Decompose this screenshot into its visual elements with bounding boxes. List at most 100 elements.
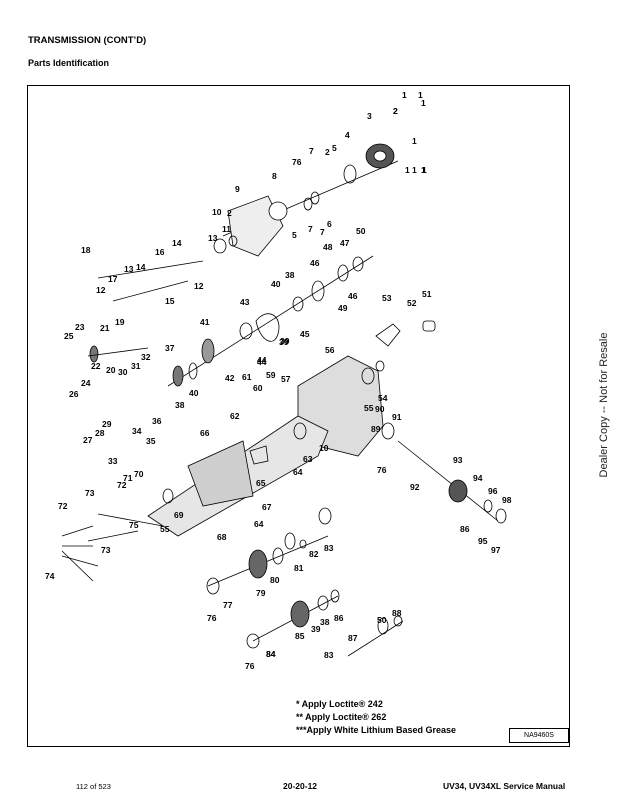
callout-label: 97 (491, 545, 501, 555)
callout-label: 18 (81, 245, 91, 255)
footer-manual-title: UV34, UV34XL Service Manual (443, 781, 566, 791)
callout-label: 1 (412, 165, 417, 175)
callout-label: 12 (96, 285, 106, 295)
footer-page-number: 20-20-12 (283, 781, 318, 791)
callout-label: 94 (473, 473, 483, 483)
callout-label: 64 (293, 467, 303, 477)
callout-label: 2 (227, 208, 232, 218)
callout-label: 6 (327, 219, 332, 229)
callout-label: 49 (338, 303, 348, 313)
callout-label: 85 (295, 631, 305, 641)
callout-label: 84 (266, 649, 276, 659)
callout-label: 21 (100, 323, 110, 333)
callout-label: 10 (319, 443, 329, 453)
note-loctite-242: * Apply Loctite® 242 (296, 699, 383, 709)
callout-label: 96 (488, 486, 498, 496)
callout-label: 89 (371, 424, 381, 434)
callout-label: 2 (325, 147, 330, 157)
callout-label: 84 (266, 649, 276, 659)
callout-label: 39 (279, 337, 289, 347)
footer-page-count: 112 of 523 (76, 782, 111, 791)
callout-label: 50 (356, 226, 366, 236)
callout-label: 72 (117, 480, 127, 490)
callout-label: 82 (309, 549, 319, 559)
callout-label: 76 (377, 465, 387, 475)
callout-label: 10 (212, 207, 222, 217)
callout-label: 55 (160, 524, 170, 534)
callout-label: 55 (364, 403, 374, 413)
callout-label: 69 (174, 510, 184, 520)
callout-label: 19 (115, 317, 125, 327)
callout-label: 13 (208, 233, 218, 243)
diagram-lines (61, 143, 507, 657)
callout-label: 83 (324, 543, 334, 553)
callout-label: 31 (131, 361, 141, 371)
callout-label: 11 (222, 224, 231, 234)
callout-label: 88 (392, 608, 402, 618)
callout-label: 48 (323, 242, 333, 252)
callout-label: 35 (146, 436, 156, 446)
callout-label: 59 (266, 370, 276, 380)
callout-label: 13 (124, 264, 134, 274)
callout-label: 5 (292, 230, 297, 240)
callout-label: 44 (257, 357, 267, 367)
application-notes: * Apply Loctite® 242 ** Apply Loctite® 2… (296, 698, 456, 737)
callout-label: 32 (141, 352, 151, 362)
callout-label: 68 (217, 532, 227, 542)
callout-label: 76 (245, 661, 255, 671)
callout-label: 71 (123, 473, 133, 483)
callout-label: 7 (308, 224, 313, 234)
callout-label: 44 (257, 355, 267, 365)
callout-label: 39 (280, 336, 290, 346)
callout-label: 76 (207, 613, 217, 623)
callout-label: 45 (300, 329, 310, 339)
callout-label: 2 (393, 106, 398, 116)
callout-label: 1 (421, 165, 426, 175)
callout-label: 15 (165, 296, 175, 306)
callout-label: 38 (320, 617, 330, 627)
section-title: TRANSMISSION (CONT’D) (28, 35, 147, 46)
page-subtitle: Parts Identification (28, 58, 110, 68)
callout-label: 86 (460, 524, 470, 534)
callout-label: 61 (242, 372, 252, 382)
callout-label: 54 (378, 393, 388, 403)
callout-label: 1 (405, 165, 410, 175)
callout-label: 29 (102, 419, 112, 429)
callout-label: 92 (410, 482, 420, 492)
callout-label: 16 (155, 247, 165, 257)
callout-label: 46 (348, 291, 358, 301)
callout-label: 9 (235, 184, 240, 194)
callout-label: 76 (292, 157, 302, 167)
callout-label: 14 (136, 262, 146, 272)
callout-label: 40 (271, 279, 281, 289)
callout-label: 27 (83, 435, 93, 445)
parts-diagram-frame: 1 1 1 1 1 1 2 3 4 2 5 76 7 8 9 6 7 7 10 … (27, 85, 570, 747)
callout-label: 38 (285, 270, 295, 280)
callout-label: 95 (478, 536, 488, 546)
callout-label: 63 (303, 454, 313, 464)
callout-label: 38 (175, 400, 185, 410)
callout-label: 17 (108, 274, 118, 284)
callout-label: 70 (134, 469, 144, 479)
callout-label: 1 (412, 136, 417, 146)
dealer-copy-watermark: Dealer Copy -- Not for Resale (598, 332, 610, 478)
callout-label: 52 (407, 298, 417, 308)
callout-label: 3 (367, 111, 372, 121)
note-loctite-262: ** Apply Loctite® 262 (296, 712, 387, 722)
callout-label: 7 (309, 146, 314, 156)
callout-label: 75 (129, 520, 139, 530)
callout-label: 4 (345, 130, 350, 140)
callout-label: 22 (91, 361, 101, 371)
callout-label: 5 (332, 143, 337, 153)
callout-label: 90 (375, 404, 385, 414)
callout-label: 72 (58, 501, 68, 511)
callout-label: 43 (240, 297, 250, 307)
exploded-parts-diagram: 1 1 1 1 1 1 2 3 4 2 5 76 7 8 9 6 7 7 10 … (45, 90, 512, 671)
callout-label: 74 (45, 571, 55, 581)
callout-label: 20 (106, 365, 116, 375)
callout-label: 83 (324, 650, 334, 660)
callout-label: 47 (340, 238, 350, 248)
callout-label: 23 (75, 322, 85, 332)
callout-label: 66 (200, 428, 210, 438)
callout-label: 67 (262, 502, 272, 512)
